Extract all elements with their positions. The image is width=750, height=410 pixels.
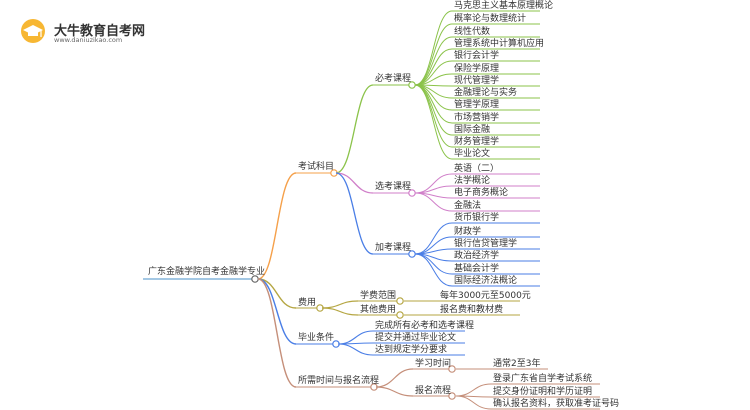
graduation-condition-item: 达到规定学分要求 [375,345,448,355]
registration-step-item: 提交身份证明和学历证明 [493,387,593,397]
tuition-range-label: 学费范围 [360,291,397,301]
connector-line [414,36,453,86]
connector-line [414,84,453,148]
required-course-item: 财务管理学 [454,137,500,147]
connector-line [414,84,453,160]
required-course-item: 毕业论文 [454,149,491,159]
connector-line [414,192,453,212]
study-duration-value: 通常2至3年 [493,359,541,369]
required-course-item: 概率论与数理统计 [454,14,527,24]
root-node-label: 广东金融学院自考金融学专业 [148,267,266,277]
required-course-item: 线性代数 [454,27,491,37]
connector-line [321,307,359,316]
connector-line [375,368,414,388]
required-courses-label: 必考课程 [375,74,412,84]
additional-course-item: 货币银行学 [454,213,500,223]
connector-line [337,330,374,345]
required-course-item: 管理系统中计算机应用 [454,39,545,49]
connector-line [375,386,414,397]
connector-line [414,253,453,287]
graduation-condition-item: 提交并通过毕业论文 [375,333,457,343]
other-fees-value: 报名费和教材费 [440,305,504,315]
additional-course-item: 银行信贷管理学 [454,239,518,249]
logo-title: 大牛教育自考网 [54,24,146,39]
connector-line [414,173,453,194]
elective-courses-label: 选考课程 [375,182,412,192]
tuition-range-value: 每年3000元至5000元 [440,291,531,301]
registration-process-label: 报名流程 [415,386,452,396]
elective-course-item: 英语（二） [454,164,500,174]
required-course-item: 市场营销学 [454,113,500,123]
elective-course-item: 法学概论 [454,176,491,186]
additional-course-item: 财政学 [454,227,482,237]
registration-step-item: 登录广东省自学考试系统 [493,374,593,384]
connector-line [414,23,453,86]
connector-line [257,278,297,388]
graduation-conditions-label: 毕业条件 [298,333,335,343]
site-logo[interactable]: 大牛教育自考网 www.daniuzikao.com [18,18,218,46]
required-course-item: 金融理论与实务 [454,88,518,98]
required-course-item: 银行会计学 [454,51,500,61]
connector-line [257,278,297,345]
additional-courses-label: 加考课程 [375,243,412,253]
required-course-item: 保险学原理 [454,64,500,74]
graduation-cap-icon [21,19,45,43]
connector-line [414,60,453,86]
fees-label: 费用 [298,298,317,308]
registration-step-item: 确认报名资料，获取准考证号码 [493,399,620,409]
required-course-item: 现代管理学 [454,76,500,86]
node-dot [396,311,404,319]
connector-line [337,343,374,356]
connector-line [257,172,297,280]
study-duration-label: 学习时间 [415,359,452,369]
connector-line [455,383,492,397]
logo-url: www.daniuzikao.com [54,36,123,44]
elective-course-item: 金融法 [454,201,482,211]
required-course-item: 马克思主义基本原理概论 [454,1,554,11]
additional-course-item: 国际经济法概论 [454,276,518,286]
additional-course-item: 基础会计学 [454,264,500,274]
node-dot [448,365,456,373]
node-dot [396,297,404,305]
connector-line [335,172,374,255]
connector-line [321,300,359,309]
required-course-item: 国际金融 [454,125,491,135]
required-course-item: 管理学原理 [454,100,500,110]
connector-line [414,84,453,136]
graduation-condition-item: 完成所有必考和选考课程 [375,321,475,331]
exam-subjects-label: 考试科目 [298,162,335,172]
connector-line [335,172,374,194]
connector-line [455,395,492,410]
connector-line [335,84,374,174]
time-and-registration-label: 所需时间与报名流程 [298,376,380,386]
other-fees-label: 其他费用 [360,305,397,315]
node-dot [448,392,456,400]
elective-course-item: 电子商务概论 [454,188,509,198]
additional-course-item: 政治经济学 [454,251,500,261]
